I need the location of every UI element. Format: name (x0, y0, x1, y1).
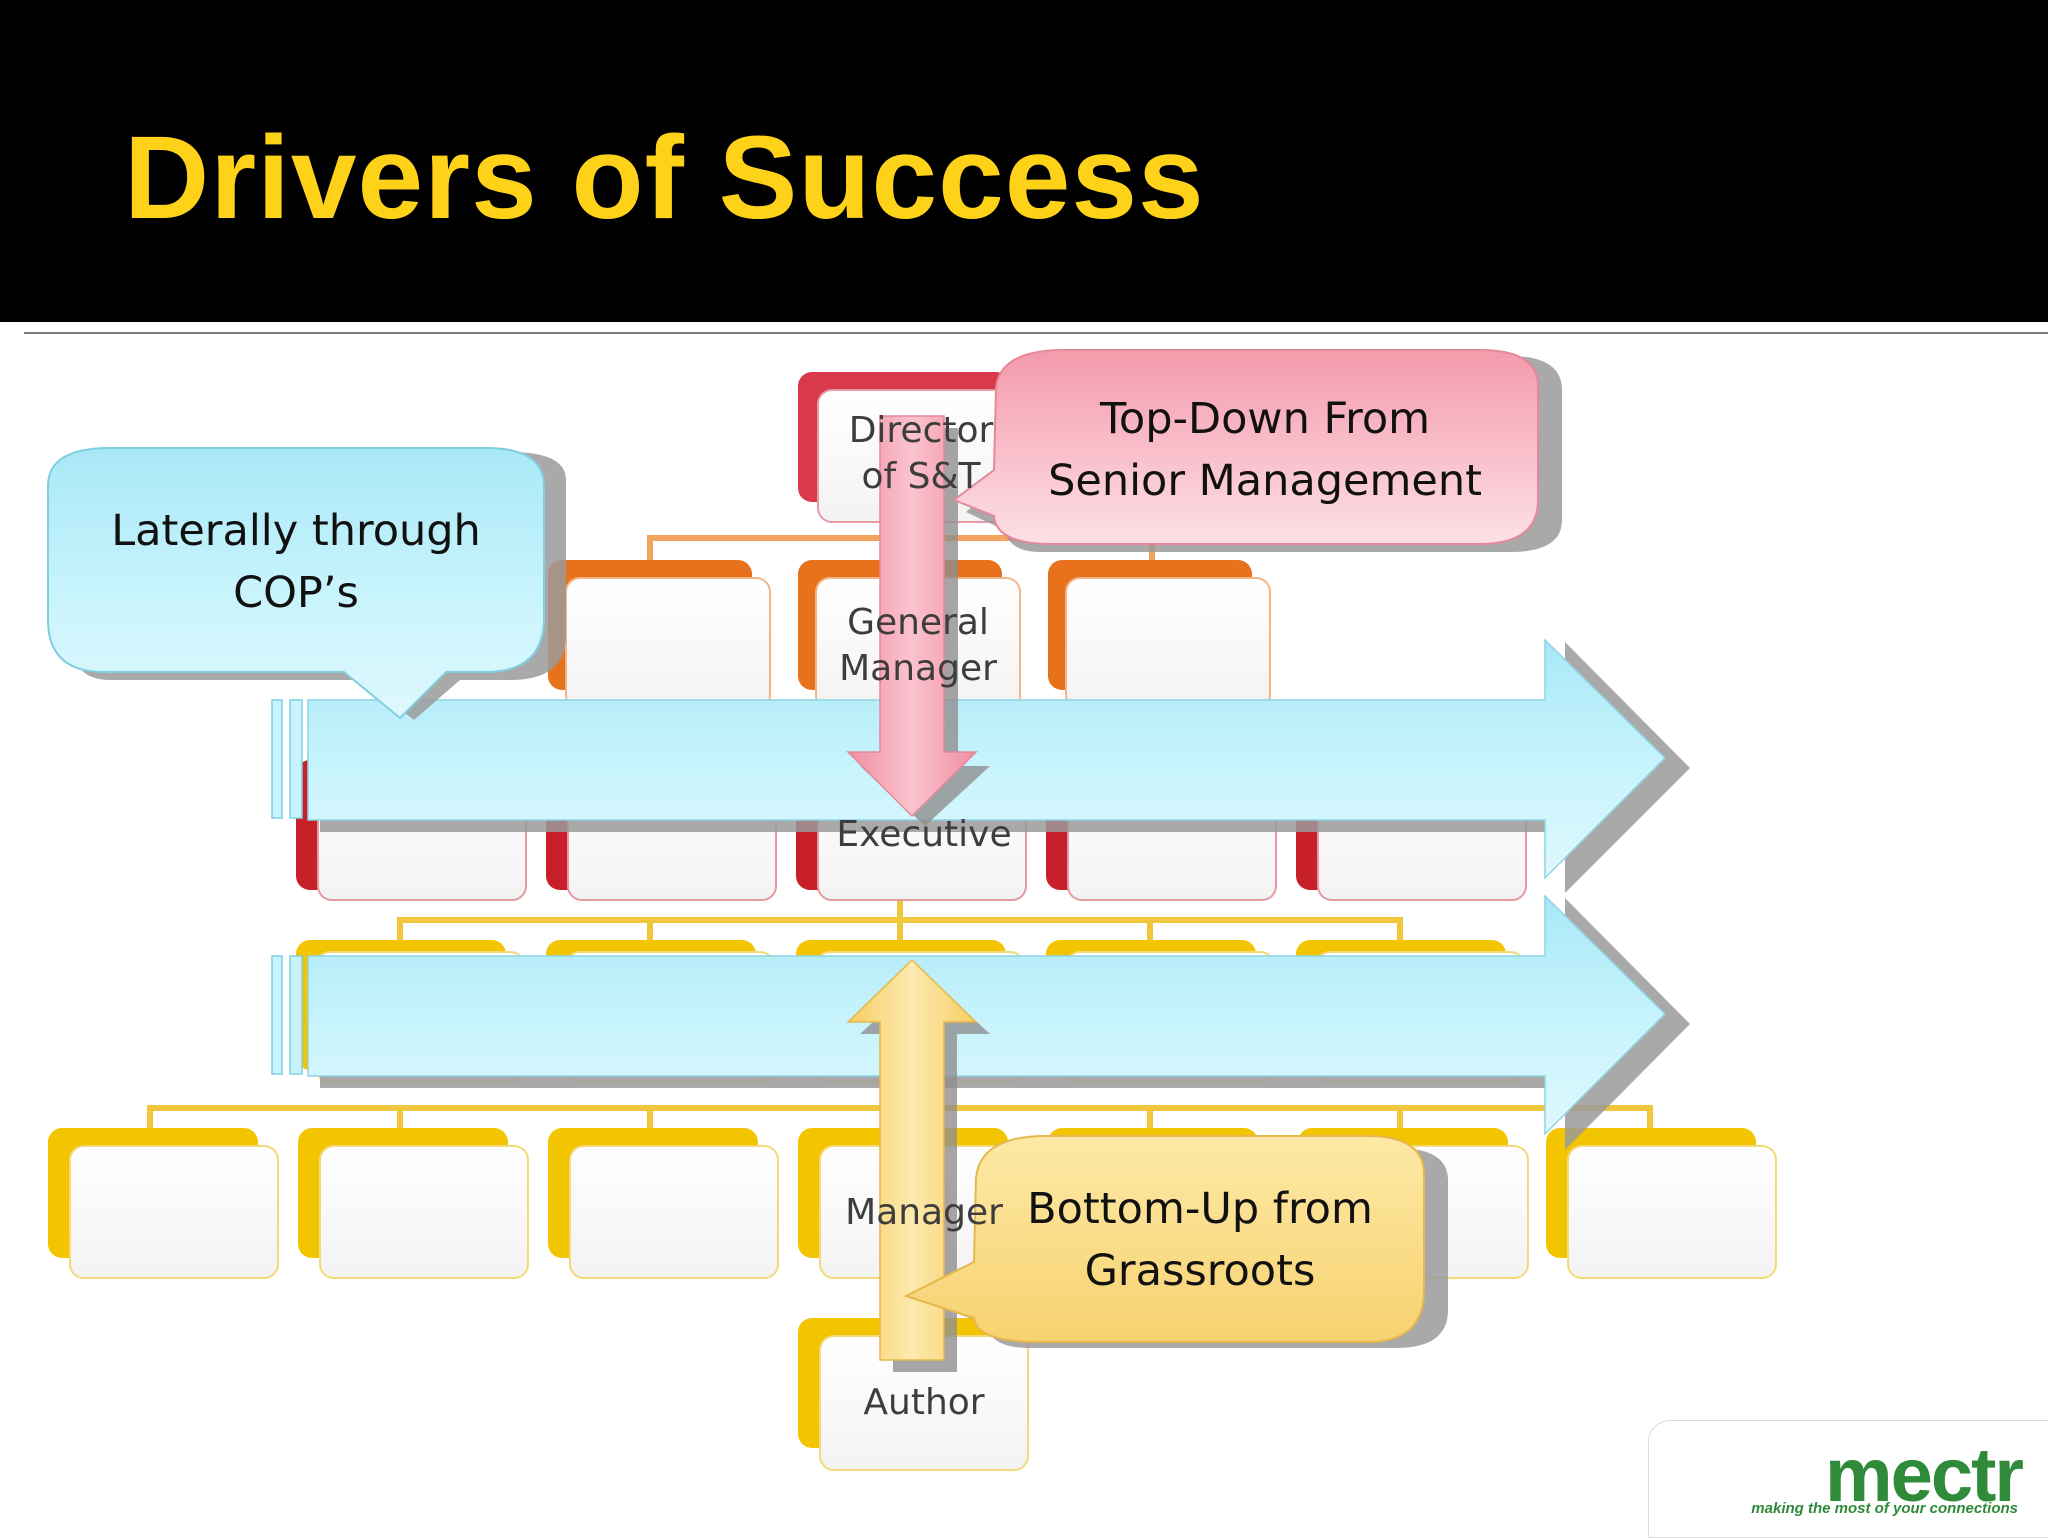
mectr-logo: mectr (1825, 1433, 2024, 1518)
slide-title: Drivers of Success (124, 112, 1205, 244)
general-manager-label: General Manager (839, 602, 997, 689)
bottom-up-callout-text: Bottom-Up from Grassroots (1027, 1184, 1373, 1296)
manager-label: Manager (845, 1192, 1003, 1233)
bottom-up-arrow (846, 958, 990, 1372)
author-label: Author (863, 1382, 985, 1423)
top-down-callout-text: Top-Down From Senior Management (1048, 394, 1482, 506)
logo-tagline: making the most of your connections (1751, 1500, 2018, 1517)
lateral-arrow-lower (271, 894, 1690, 1150)
title-bar (0, 0, 2048, 322)
lateral-callout (47, 447, 566, 720)
director-label: Director of S&T (848, 410, 994, 497)
top-down-callout (951, 349, 1562, 552)
connector-lines (147, 515, 1653, 1128)
top-down-arrow (846, 415, 990, 826)
title-divider (24, 332, 2048, 334)
lateral-arrow-upper (271, 638, 1690, 893)
lateral-callout-text: Laterally through COP’s (111, 506, 481, 618)
executive-label: Executive (836, 814, 1012, 855)
bottom-up-callout (903, 1135, 1448, 1348)
